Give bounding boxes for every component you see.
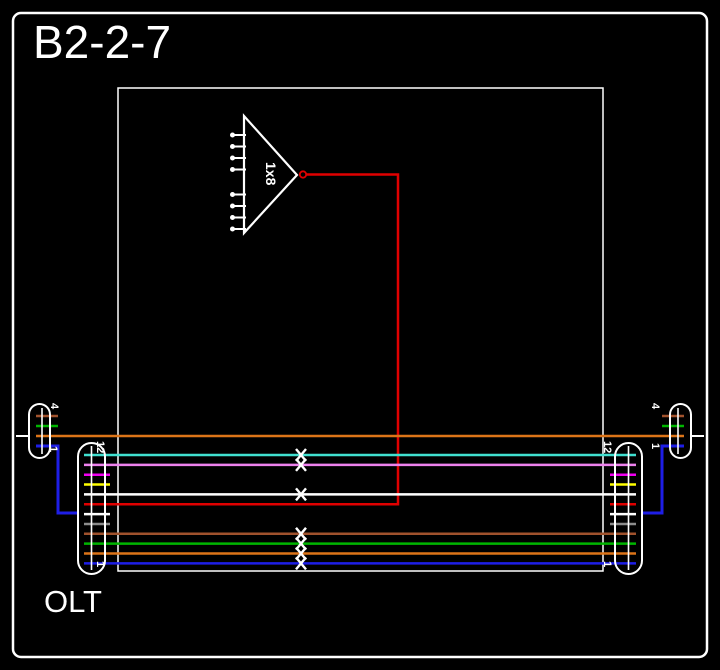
splitter-port-dot-icon: [230, 192, 235, 197]
splitter-port-dot-icon: [230, 167, 235, 172]
right-fiber-tube: 12 1: [601, 441, 643, 575]
splice-x-icon: [295, 487, 307, 502]
fiber-line-layer: [36, 414, 684, 565]
left-drop-count-label: 4: [48, 403, 60, 410]
left-drop-outline: [28, 403, 51, 459]
splitter-port-dot-icon: [230, 155, 235, 161]
right-tube-count-label: 12: [601, 441, 613, 453]
splitter-ratio-label: 1x8: [263, 162, 279, 186]
splice-x-icon: [295, 556, 307, 571]
right-drop-count-label: 4: [649, 403, 661, 410]
right-drop-outline: [669, 403, 692, 459]
splitter-feed-route: [84, 173, 400, 506]
fiber-tick-layer: [36, 415, 684, 565]
right-tube-first-label: 1: [601, 561, 613, 567]
splitter-1x8: 1x8: [230, 113, 308, 236]
page-title: B2-2-7: [33, 16, 171, 68]
right-tube-outline: [614, 442, 643, 575]
splitter-ports: [230, 132, 246, 232]
splitter-port-dot-icon: [230, 226, 235, 232]
splice-x-icon: [295, 458, 307, 472]
splitter-port-dot-icon: [230, 203, 235, 209]
splitter-port-dot-icon: [230, 132, 235, 138]
right-drop-first-label: 1: [649, 443, 661, 449]
splitter-feed-layer: [84, 173, 400, 506]
drop-fiber-1-left-route: [36, 444, 78, 515]
splitter-port-dot-icon: [230, 144, 235, 149]
outer-frame: [11, 11, 709, 659]
splitter-port-dot-icon: [230, 215, 235, 220]
left-tube-outline: [77, 442, 106, 575]
left-drop-cable: 4 1: [16, 403, 60, 459]
olt-label: OLT: [44, 584, 102, 619]
splitter-output-connector-icon: [298, 170, 308, 179]
left-drop-first-label: 1: [47, 446, 59, 452]
drop-fiber-1-right-route: [642, 444, 684, 515]
left-fiber-tube: 12 1: [77, 441, 106, 575]
splice-layer: [295, 448, 307, 571]
splitter-triangle-icon: [242, 113, 299, 236]
left-tube-first-label: 1: [94, 561, 106, 567]
right-drop-cable: 4 1: [649, 403, 704, 459]
left-tube-count-label: 12: [94, 441, 106, 453]
splice-closure-box: [117, 87, 604, 572]
